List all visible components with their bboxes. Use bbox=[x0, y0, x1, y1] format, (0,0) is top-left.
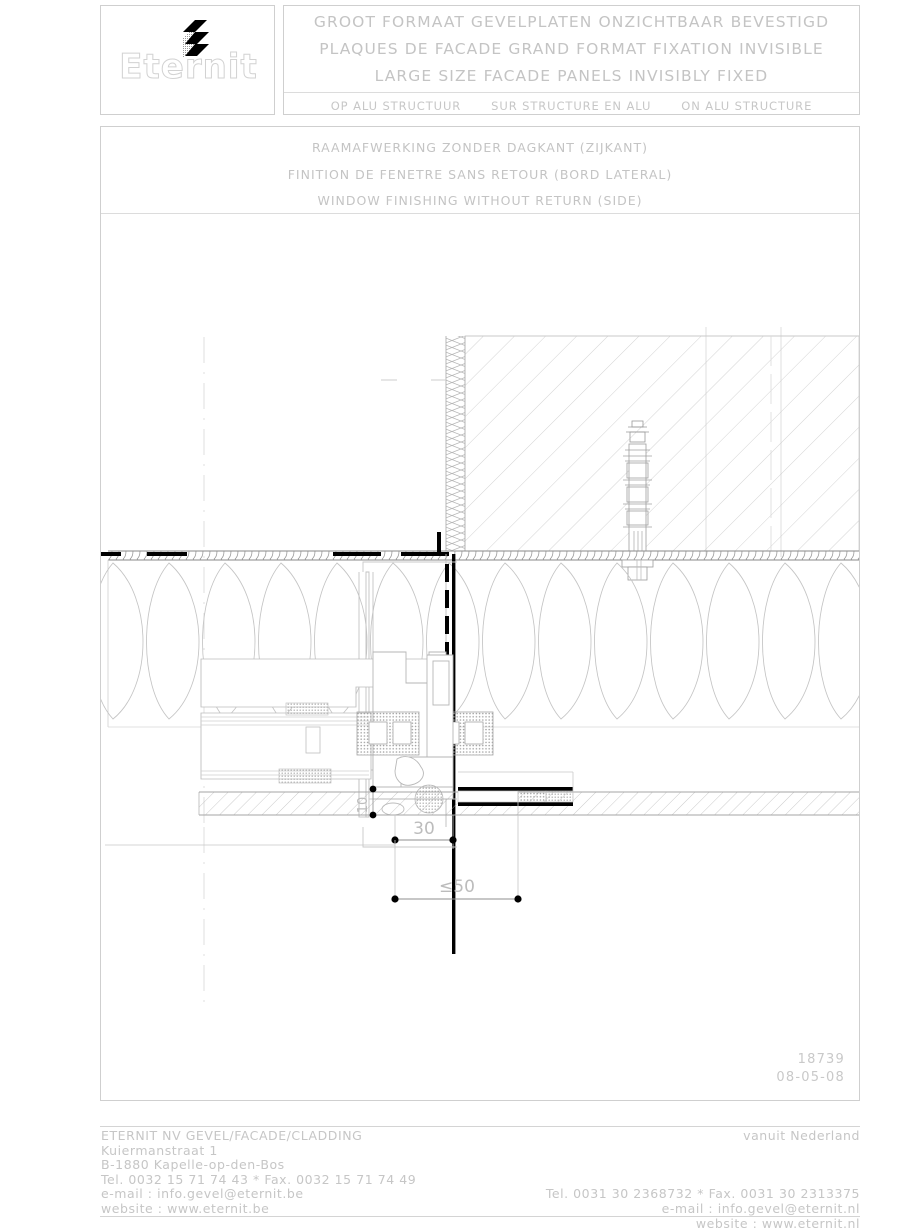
footer-bottom-rule bbox=[100, 1216, 860, 1217]
dimension-max-50-label: ≤50 bbox=[439, 877, 475, 897]
footer-top-rule bbox=[100, 1126, 860, 1127]
wall-insulation-strip bbox=[445, 336, 466, 551]
logo-box: Eternit bbox=[100, 5, 275, 115]
structure-subtitle-fr: SUR STRUCTURE EN ALU bbox=[491, 99, 652, 113]
gasket-blob bbox=[394, 756, 424, 786]
drawing-frame: RAAMAFWERKING ZONDER DAGKANT (ZIJKANT) F… bbox=[100, 126, 860, 1101]
sill-cap bbox=[457, 771, 574, 806]
sheet-title-nl: RAAMAFWERKING ZONDER DAGKANT (ZIJKANT) bbox=[311, 140, 649, 155]
dimension-max-50: ≤50 bbox=[391, 877, 522, 903]
structure-subtitle-en: ON ALU STRUCTURE bbox=[681, 99, 813, 113]
title-line-nl: GROOT FORMAAT GEVELPLATEN ONZICHTBAAR BE… bbox=[313, 13, 830, 31]
title-divider bbox=[284, 92, 859, 93]
drawing-number: 18739 bbox=[797, 1052, 845, 1067]
drawing-date: 08-05-08 bbox=[776, 1070, 845, 1085]
sheet-head-divider bbox=[101, 213, 859, 214]
logo-inner: Eternit bbox=[101, 6, 276, 116]
dimension-30-label: 30 bbox=[413, 819, 435, 839]
sheet-title-fr: FINITION DE FENETRE SANS RETOUR (BORD LA… bbox=[287, 167, 673, 182]
footer-email-nl[interactable]: e-mail : info.gevel@eternit.nl bbox=[661, 1200, 860, 1216]
masonry-wall-hatch bbox=[464, 335, 859, 552]
technical-drawing-canvas: 10 30 bbox=[101, 127, 859, 1100]
dimension-extension-lines bbox=[105, 792, 519, 902]
sheet-title-en: WINDOW FINISHING WITHOUT RETURN (SIDE) bbox=[317, 193, 643, 208]
footer-email-be[interactable]: e-mail : info.gevel@eternit.be bbox=[101, 1186, 304, 1202]
footer-address-be: ETERNIT NV GEVEL/FACADE/CLADDING Kuierma… bbox=[101, 1128, 417, 1217]
dimension-10-label: 10 bbox=[356, 797, 371, 814]
structure-subtitle-row: OP ALU STRUCTUUR SUR STRUCTURE EN ALU ON… bbox=[284, 99, 859, 113]
footer-website-nl[interactable]: website : www.eternit.nl bbox=[695, 1215, 860, 1231]
footer-nl-heading: vanuit Nederland bbox=[743, 1128, 860, 1143]
dimension-30: 30 bbox=[391, 815, 457, 849]
footer-spacer bbox=[546, 1144, 860, 1188]
structure-subtitle-nl: OP ALU STRUCTUUR bbox=[330, 99, 462, 113]
drawing-geometry: 10 30 bbox=[101, 327, 859, 1007]
title-block: GROOT FORMAAT GEVELPLATEN ONZICHTBAAR BE… bbox=[283, 5, 860, 115]
title-line-fr: PLAQUES DE FACADE GRAND FORMAT FIXATION … bbox=[319, 40, 824, 58]
gasket-seal bbox=[278, 702, 332, 784]
footer-website-be[interactable]: website : www.eternit.be bbox=[101, 1200, 270, 1216]
logo-wordmark: Eternit bbox=[119, 47, 258, 87]
eternit-chevron-logo-icon bbox=[183, 20, 209, 58]
footer-city: B-1880 Kapelle-op-den-Bos bbox=[101, 1157, 285, 1173]
alu-rail-top bbox=[101, 532, 859, 581]
title-line-en: LARGE SIZE FACADE PANELS INVISIBLY FIXED bbox=[374, 67, 769, 85]
dimension-10: 10 bbox=[356, 785, 377, 819]
detail-section-drawing: 10 30 bbox=[101, 327, 859, 1007]
footer-street: Kuiermanstraat 1 bbox=[101, 1142, 218, 1158]
footer-phone-nl: Tel. 0031 30 2368732 * Fax. 0031 30 2313… bbox=[545, 1186, 860, 1202]
footer-company: ETERNIT NV GEVEL/FACADE/CLADDING bbox=[101, 1128, 363, 1143]
footer-phone-be: Tel. 0032 15 71 74 43 * Fax. 0032 15 71 … bbox=[101, 1171, 417, 1187]
aluminium-window-profile bbox=[200, 651, 494, 816]
